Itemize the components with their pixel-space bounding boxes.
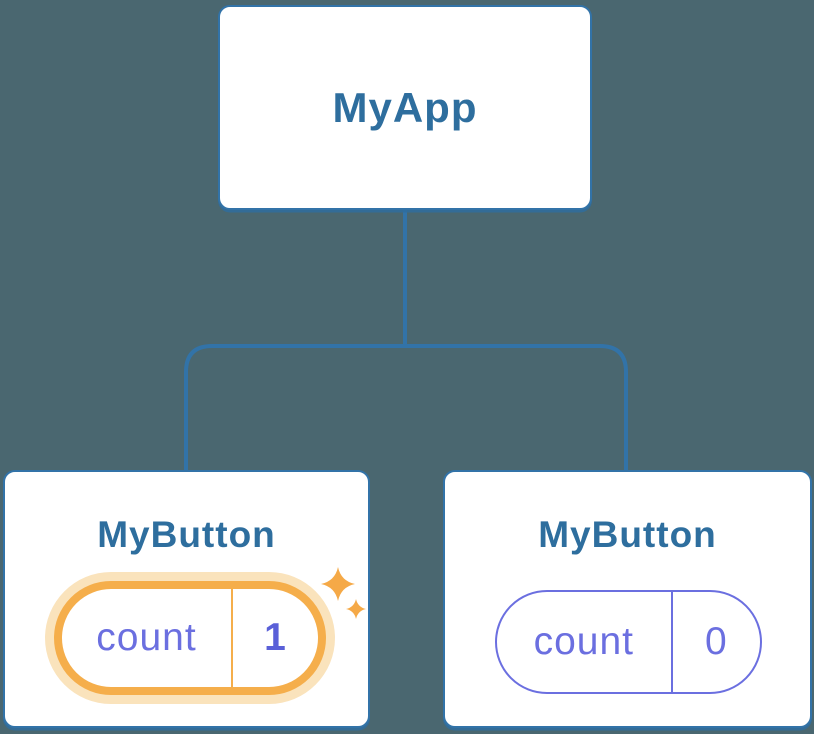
- node-mybutton-plain: MyButton count 0: [443, 470, 812, 728]
- state-pill-body: count 1: [54, 581, 326, 695]
- state-pill-plain: count 0: [495, 590, 762, 694]
- state-key: count: [96, 616, 197, 659]
- state-key: count: [533, 620, 634, 663]
- node-mybutton-label: MyButton: [538, 514, 717, 555]
- pill-divider: [230, 589, 233, 687]
- pill-divider: [670, 592, 673, 692]
- node-myapp: MyApp: [218, 5, 592, 210]
- node-mybutton-highlighted: MyButton count 1: [3, 470, 370, 728]
- state-pill-highlighted: count 1: [45, 572, 335, 704]
- node-myapp-label: MyApp: [332, 83, 478, 131]
- state-value: 1: [264, 616, 287, 659]
- sparkles-icon: [321, 567, 366, 619]
- state-value: 0: [704, 620, 728, 663]
- node-mybutton-label: MyButton: [97, 514, 276, 555]
